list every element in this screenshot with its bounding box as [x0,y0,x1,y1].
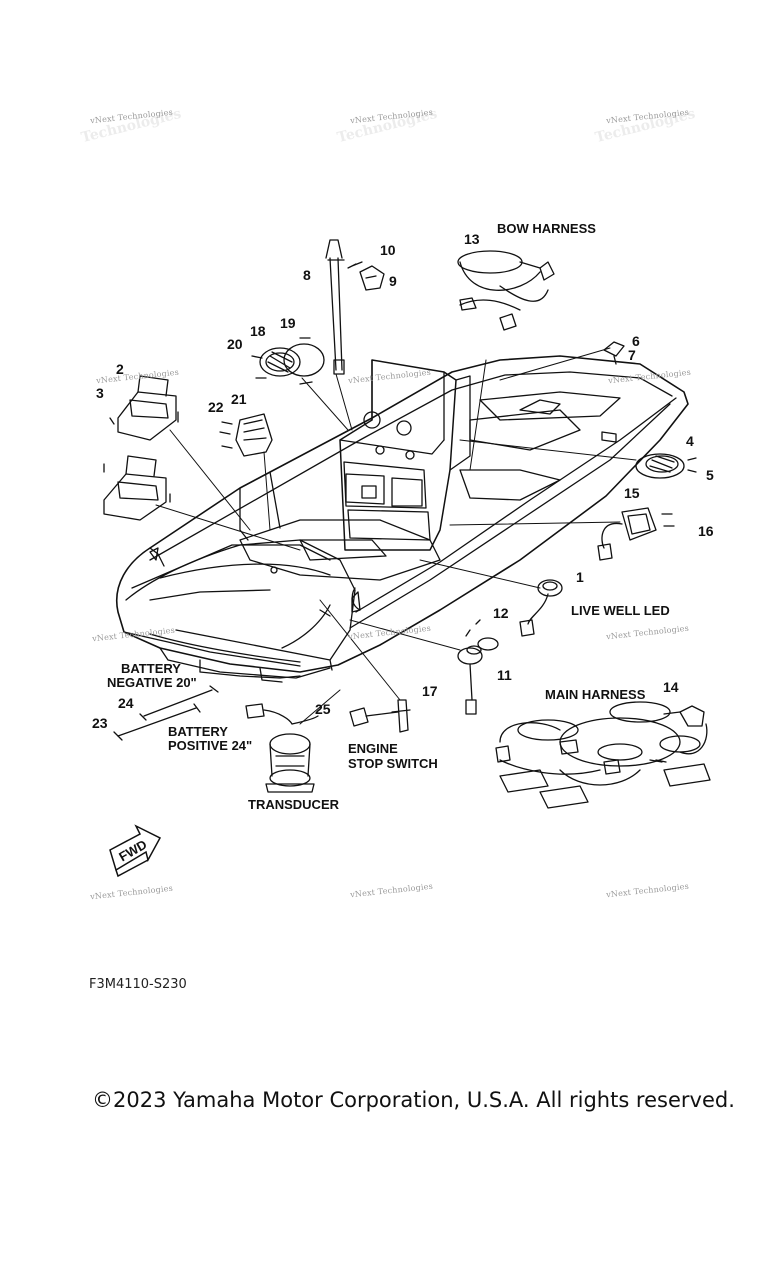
part-number: 9 [389,273,397,289]
label-transducer: TRANSDUCER [248,797,339,812]
part-number: 1 [576,569,584,585]
label-live-well-led: LIVE WELL LED [571,603,670,618]
speaker-grille [251,337,325,385]
part-number: 13 [464,231,480,247]
label-main-harness: MAIN HARNESS [545,687,646,702]
battery-tray-brackets [103,375,179,521]
part-number: 24 [118,695,134,711]
part-number: 25 [315,701,331,717]
label-battery-negative-1: BATTERY [121,661,181,676]
battery-cables [113,685,219,741]
part-number: 11 [497,667,512,683]
part-number: 7 [628,347,636,363]
cleat [603,341,625,365]
switch-panel [219,413,273,457]
label-engine-stop-switch-1: ENGINE [348,741,398,756]
part-number: 8 [303,267,311,283]
side-speaker [635,453,697,479]
engine-stop-switch [349,699,411,733]
part-number: 6 [632,333,640,349]
antenna-rod [325,239,345,375]
part-number: 3 [96,385,104,401]
label-bow-harness: BOW HARNESS [497,221,596,236]
part-number: 15 [624,485,640,501]
clip-bracket [347,261,385,291]
part-number: 23 [92,715,108,731]
diagram-code: F3M4110-S230 [89,977,187,992]
leader-lines [155,347,637,725]
part-number: 12 [493,605,509,621]
boat-hull [116,355,689,683]
part-number: 22 [208,399,224,415]
part-number: 19 [280,315,296,331]
part-number: 10 [380,242,396,258]
drain-fitting [457,619,499,715]
live-well-led-light [519,579,563,637]
courtesy-light [597,507,675,561]
forward-arrow-icon [109,824,162,878]
bow-harness [457,250,555,331]
main-harness [495,701,711,809]
part-number: 14 [663,679,679,695]
part-number: 2 [116,361,124,377]
transducer [245,703,319,793]
part-number: 20 [227,336,243,352]
part-number: 17 [422,683,438,699]
part-number: 5 [706,467,714,483]
label-battery-positive-2: POSITIVE 24" [168,738,253,753]
part-number: 21 [231,391,247,407]
copyright-notice: ©2023 Yamaha Motor Corporation, U.S.A. A… [92,1088,735,1112]
part-number: 18 [250,323,266,339]
label-battery-negative-2: NEGATIVE 20" [107,675,197,690]
label-engine-stop-switch-2: STOP SWITCH [348,756,438,771]
part-number: 4 [686,433,694,449]
part-number: 16 [698,523,714,539]
label-battery-positive-1: BATTERY [168,724,228,739]
